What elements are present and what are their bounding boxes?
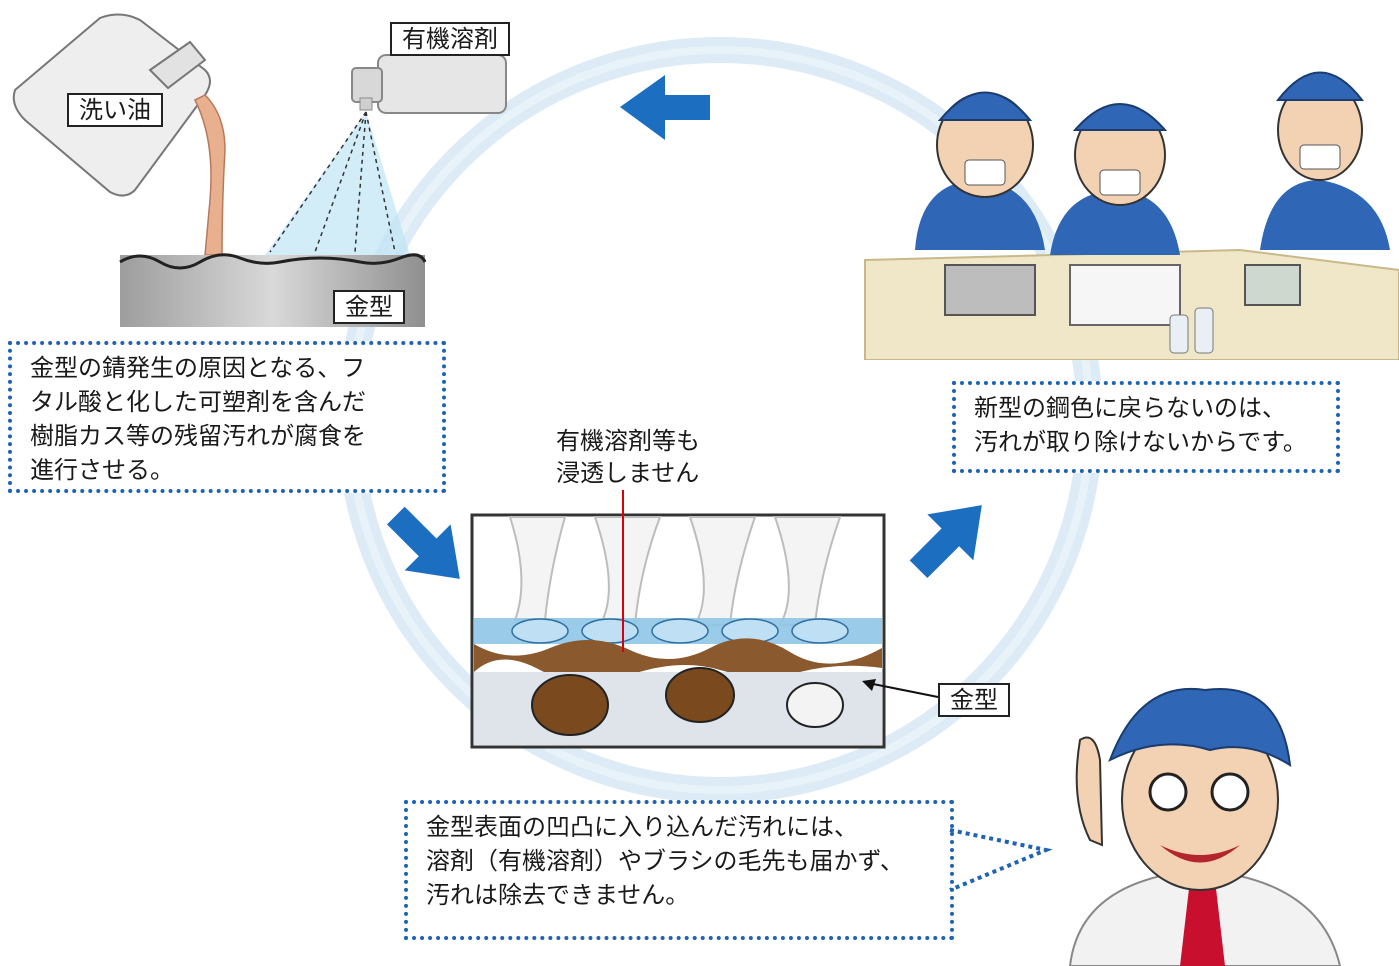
mold-label-top: 金型: [333, 290, 405, 324]
organic-solvent-label: 有機溶剤: [390, 22, 510, 56]
dirt-creature-icon: [665, 667, 735, 723]
dirt-creature-icon: [786, 682, 844, 728]
note-steel-color-line-2: 汚れが取り除けないからです。: [974, 428, 1307, 456]
note-steel-color: 新型の鋼色に戻らないのは、 汚れが取り除けないからです。: [952, 381, 1340, 473]
mold-label-right: 金型: [938, 683, 1010, 717]
note-brush-line-2: 溶剤（有機溶剤）やブラシの毛先も届かず、: [426, 847, 904, 875]
workers-illustration: [864, 71, 1399, 360]
note-rust-cause-line-3: 樹脂カス等の残留汚れが腐食を: [30, 422, 366, 450]
worker-center-icon: [1050, 103, 1180, 255]
spray-mist: [265, 112, 410, 255]
mold-on-table-icon: [944, 264, 1036, 316]
arrow-down-right-icon: [386, 506, 460, 579]
note-brush-cannot-reach: 金型表面の凹凸に入り込んだ汚れには、 溶剤（有機溶剤）やブラシの毛先も届かず、 …: [404, 800, 954, 940]
oil-stream: [193, 94, 226, 256]
penetration-label: 有機溶剤等も 浸透しません: [556, 425, 700, 489]
note-rust-cause: 金型の錆発生の原因となる、フ タル酸と化した可塑剤を含んだ 樹脂カス等の残留汚れ…: [8, 341, 446, 493]
penetration-label-line-1: 有機溶剤等も: [556, 427, 700, 455]
note-rust-cause-line-2: タル酸と化した可塑剤を含んだ: [30, 388, 366, 416]
spray-bottle-icon: [351, 54, 507, 114]
dirt-creature-icon: [531, 674, 609, 736]
note-rust-cause-line-4: 進行させる。: [30, 456, 174, 484]
penetration-label-line-2: 浸透しません: [556, 459, 700, 487]
note-steel-color-line-1: 新型の鋼色に戻らないのは、: [974, 394, 1286, 422]
speech-tail: [949, 828, 1053, 892]
worker-left-icon: [915, 91, 1045, 250]
tray-icon: [1069, 264, 1181, 326]
worker-right-icon: [1260, 71, 1390, 250]
arrow-left-icon: [620, 75, 710, 140]
note-brush-line-3: 汚れは除去できません。: [426, 881, 690, 909]
wash-oil-label: 洗い油: [67, 93, 163, 127]
mold-pointer-arrow: [862, 679, 939, 698]
magnified-surface-illustration: [470, 490, 886, 749]
professor-icon: [1068, 687, 1342, 966]
arrow-up-right-icon: [909, 505, 982, 579]
note-rust-cause-line-1: 金型の錆発生の原因となる、フ: [30, 354, 366, 382]
note-brush-line-1: 金型表面の凹凸に入り込んだ汚れには、: [426, 813, 858, 841]
scale-icon: [1244, 264, 1301, 306]
